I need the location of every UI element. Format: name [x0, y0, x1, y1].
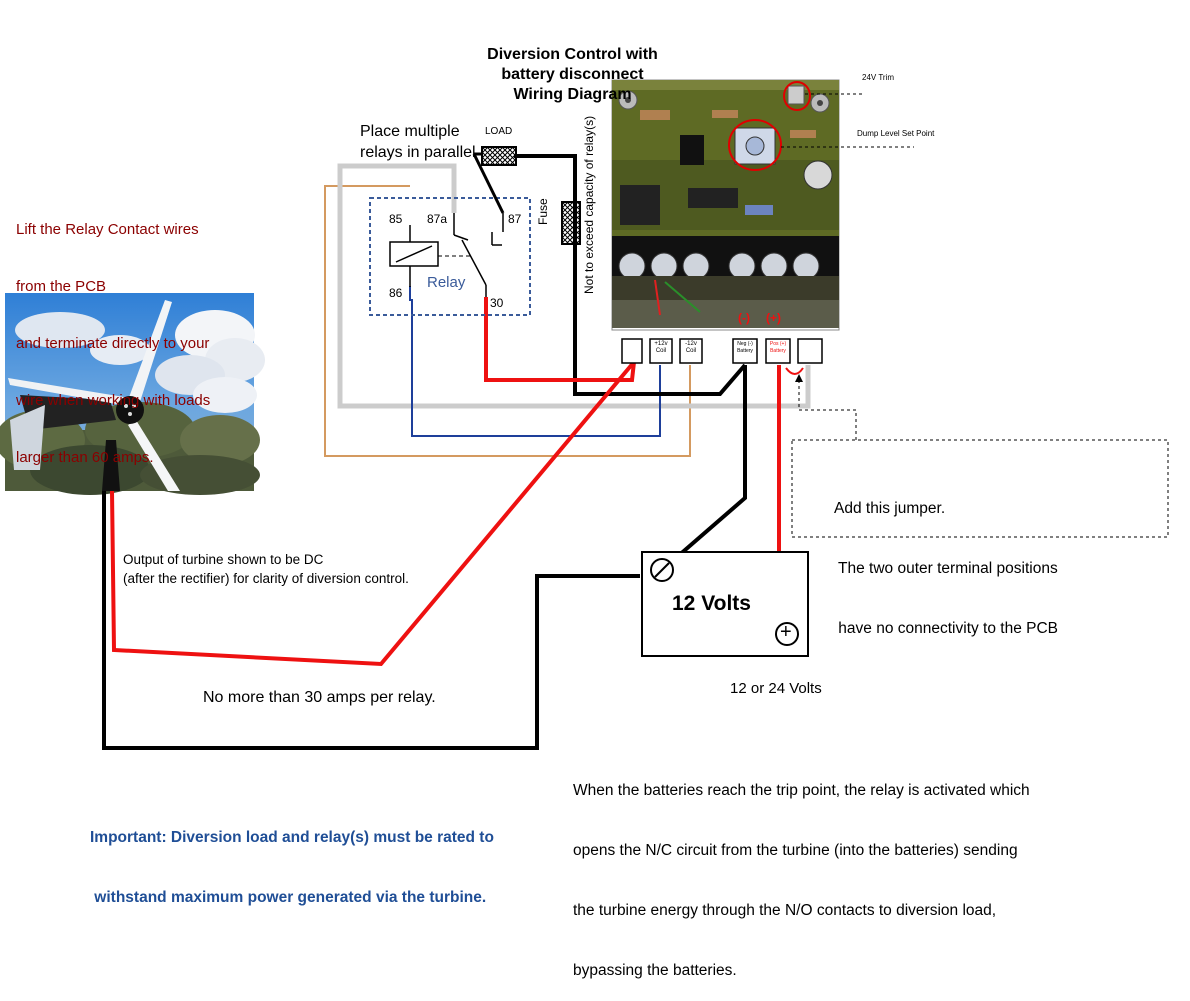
- wire-red-relay: [484, 297, 636, 382]
- wire-black-load: [514, 154, 747, 396]
- wire-black-battery: [660, 365, 747, 572]
- battery-alt-label: 12 or 24 Volts: [730, 680, 822, 697]
- wire-blue: [409, 286, 661, 437]
- jumper-note: Add this jumper. The two outer terminal …: [834, 500, 1059, 637]
- terminal-neg-battery-label: Neg (-) Battery: [737, 341, 753, 354]
- trim-label: 24V Trim: [862, 73, 895, 82]
- load-label: LOAD: [485, 126, 513, 137]
- turbine-photo: [0, 293, 265, 495]
- fuse-label: Fuse: [536, 198, 550, 225]
- relay-box: [369, 197, 531, 316]
- battery-label: 12 Volts: [672, 592, 751, 615]
- amps-note: No more than 30 amps per relay.: [203, 689, 436, 706]
- wire-red-turbine: [110, 360, 636, 667]
- jumper-arc: [785, 367, 804, 375]
- load-resistor: [481, 146, 517, 166]
- relay-label: Relay: [427, 274, 466, 291]
- wire-grey: [337, 163, 811, 409]
- relay-contact-note: Lift the Relay Contact wires from the PC…: [16, 221, 211, 466]
- relay-pin-87a: 87a: [427, 212, 448, 226]
- terminal-pos-battery-label: Pos (+) Battery: [769, 341, 787, 354]
- pos-marker: (+): [766, 311, 781, 325]
- capacity-note: Not to exceed capacity of relay(s): [582, 115, 596, 294]
- relay-pin-86: 86: [389, 286, 403, 300]
- important-note: Important: Diversion load and relay(s) m…: [90, 829, 494, 906]
- fuse: [561, 201, 581, 245]
- relay-pin-87: 87: [508, 212, 522, 226]
- terminal-coil-neg-label: -12v Coil: [685, 341, 697, 354]
- wire-black-turbine: [102, 491, 640, 750]
- jumper-callout-line: [798, 380, 857, 440]
- relay-pin-85: 85: [389, 212, 403, 226]
- turbine-note: Output of turbine shown to be DC(after t…: [123, 552, 409, 586]
- setpoint-label: Dump Level Set Point: [857, 129, 935, 138]
- terminal-block: [621, 338, 823, 364]
- neg-marker: (-): [738, 311, 750, 325]
- jumper-callout-box: [791, 439, 1169, 538]
- terminal-coil-pos-label: +12v Coil: [654, 341, 668, 354]
- pcb-photo: [611, 79, 840, 331]
- diagram-canvas: [0, 79, 1169, 750]
- battery-plus-symbol: +: [780, 621, 792, 643]
- trip-note: When the batteries reach the trip point,…: [573, 782, 1030, 979]
- relay-pin-30: 30: [490, 296, 504, 310]
- wire-orange: [324, 185, 691, 457]
- battery-positive-post: [775, 622, 799, 646]
